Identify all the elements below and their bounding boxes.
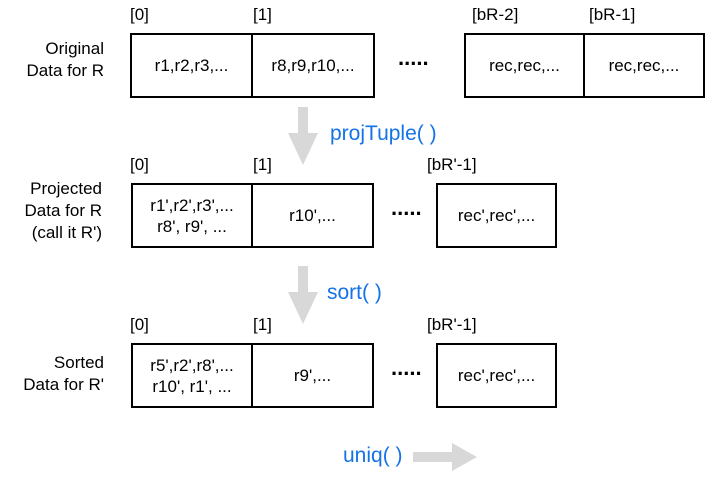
row3-index-2: [bR'-1] — [427, 315, 477, 334]
row2-ellipsis: ..... — [391, 195, 422, 220]
row2-index-2: [bR'-1] — [427, 155, 477, 174]
row1-title-line2: Data for R — [26, 61, 104, 80]
row3-cell-1-text: r9',... — [293, 366, 332, 385]
row3-blocks-left: r5',r2',r8',... r10', r1', ... r9',... — [131, 343, 374, 408]
row3-cell-2: rec',rec',... — [438, 345, 555, 406]
row2-title-line1: Projected — [30, 179, 102, 198]
row1-index-2: [bR-2] — [472, 5, 519, 24]
row2-cell-0: r1',r2',r3',... r8', r9', ... — [133, 185, 251, 246]
row1-cell-2: rec,rec,... — [466, 35, 583, 96]
row1-cell-3-text: rec,rec,... — [608, 56, 680, 75]
row1-cell-1-text: r8,r9,r10,... — [271, 56, 355, 75]
row2-title: Projected Data for R (call it R') — [0, 178, 102, 244]
row1-blocks-right: rec,rec,... rec,rec,... — [464, 33, 705, 98]
row3-title-line1: Sorted — [53, 353, 104, 372]
row1-cell-0-text: r1,r2,r3,... — [154, 56, 229, 75]
row1-title-line1: Original — [45, 39, 104, 58]
sort-label: sort( ) — [327, 281, 382, 304]
row2-block-last: rec',rec',... — [436, 183, 557, 248]
row2-title-line3: (call it R') — [31, 223, 102, 242]
row3-index-0: [0] — [130, 315, 149, 334]
row1-cell-0: r1,r2,r3,... — [132, 35, 251, 96]
uniq-label: uniq( ) — [343, 444, 403, 467]
row2-cell-0-line1: r1',r2',r3',... — [150, 195, 234, 215]
row2-index-1: [1] — [253, 155, 272, 174]
row3-cell-0-line2: r10', r1', ... — [152, 376, 232, 396]
row2-blocks-left: r1',r2',r3',... r8', r9', ... r10',... — [131, 183, 374, 248]
row1-index-0: [0] — [130, 5, 149, 24]
row3-cell-0-line1: r5',r2',r8',... — [150, 355, 234, 375]
row1-title: Original Data for R — [0, 38, 104, 82]
row3-title-line2: Data for R' — [23, 375, 104, 394]
row3-cell-0: r5',r2',r8',... r10', r1', ... — [133, 345, 251, 406]
row2-cell-1: r10',... — [251, 185, 372, 246]
row3-index-1: [1] — [253, 315, 272, 334]
row3-ellipsis: ..... — [391, 355, 422, 380]
row1-index-3: [bR-1] — [589, 5, 636, 24]
row3-cell-2-text: rec',rec',... — [457, 366, 536, 385]
row3-cell-1: r9',... — [251, 345, 372, 406]
projtuple-label: projTuple( ) — [330, 122, 437, 145]
row2-cell-2-text: rec',rec',... — [457, 206, 536, 225]
down-arrow-icon — [285, 107, 321, 165]
row1-cell-1: r8,r9,r10,... — [251, 35, 373, 96]
row1-cell-2-text: rec,rec,... — [489, 56, 560, 75]
row3-block-last: rec',rec',... — [436, 343, 557, 408]
right-arrow-icon — [411, 443, 477, 471]
row2-index-0: [0] — [130, 155, 149, 174]
row2-cell-0-line2: r8', r9', ... — [157, 216, 227, 236]
row2-cell-2: rec',rec',... — [438, 185, 555, 246]
row1-ellipsis: ..... — [398, 45, 429, 70]
row2-title-line2: Data for R — [24, 201, 102, 220]
row2-cell-1-text: r10',... — [289, 206, 336, 225]
down-arrow-icon — [285, 266, 321, 324]
row1-cell-3: rec,rec,... — [583, 35, 703, 96]
row3-title: Sorted Data for R' — [0, 352, 104, 396]
row1-index-1: [1] — [253, 5, 272, 24]
row1-blocks-left: r1,r2,r3,... r8,r9,r10,... — [130, 33, 375, 98]
